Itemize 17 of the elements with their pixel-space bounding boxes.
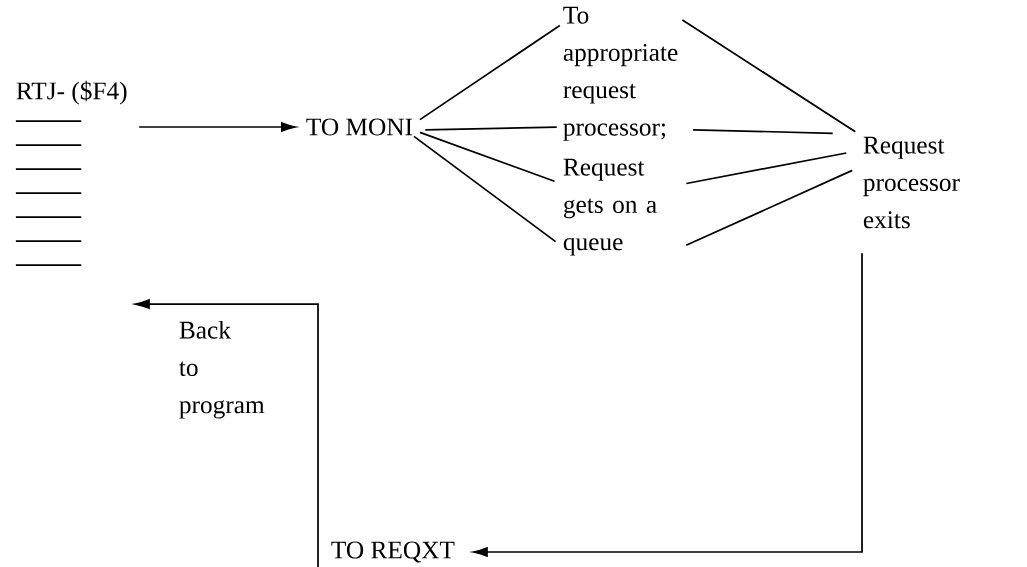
step-label: Request processor exits (863, 136, 960, 229)
connector-line (413, 135, 557, 243)
step-label: Request gets on a queue (563, 158, 657, 256)
connector-line (681, 19, 857, 133)
connector-line (424, 126, 558, 131)
arrow (134, 299, 319, 567)
edge-label: Back to program (179, 320, 265, 419)
program-listing: RTJ- ($F4) (15, 80, 127, 266)
connector-line (685, 152, 848, 185)
connector-line (685, 169, 854, 247)
connector-line (692, 128, 834, 135)
arrow (472, 252, 863, 557)
connector-line (419, 131, 556, 183)
step-label: TO MONI (306, 118, 413, 136)
connector-line (419, 24, 561, 121)
step-label: TO REQXT (331, 541, 455, 563)
step-label: To appropriate request processor; (563, 6, 678, 141)
